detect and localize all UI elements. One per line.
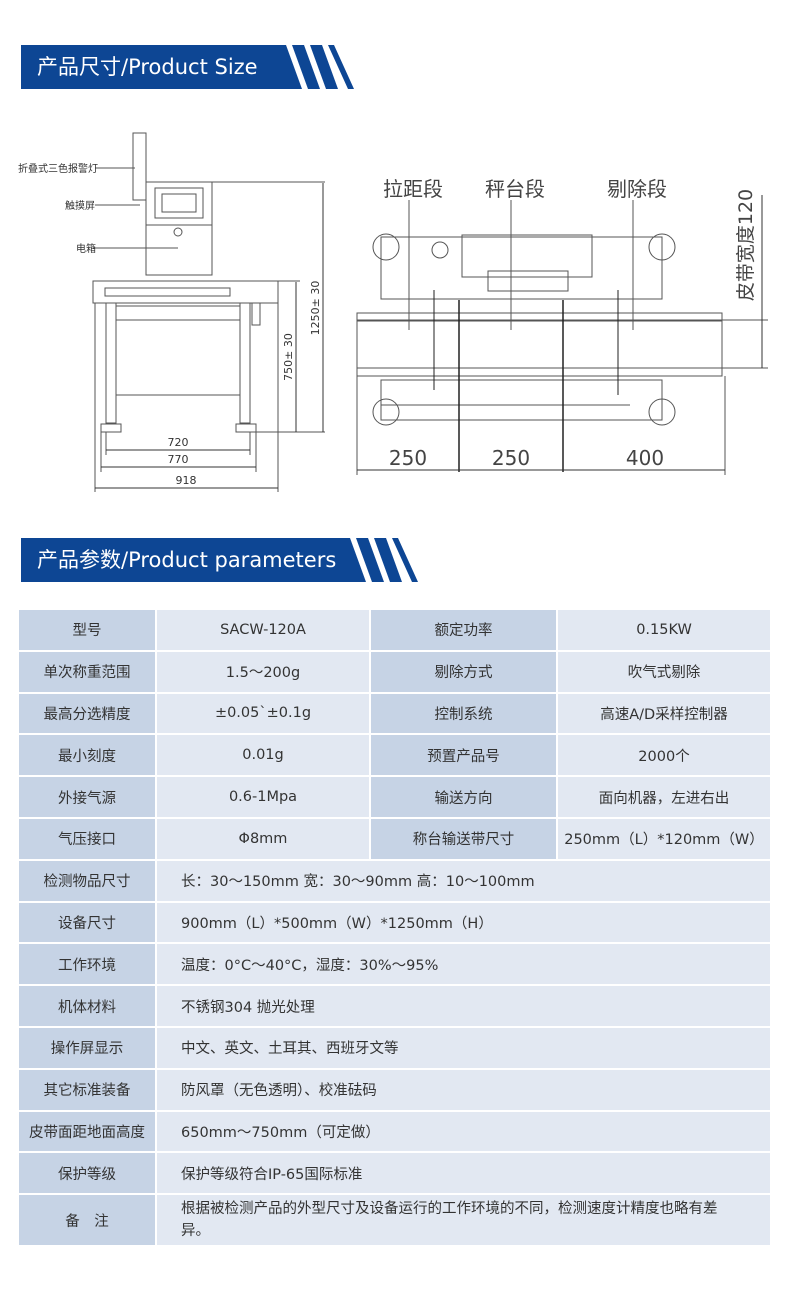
table-row: 检测物品尺寸长：30～150mm 宽：30～90mm 高：10～100mm: [17, 858, 772, 903]
dim-750: 750± 30: [282, 333, 295, 381]
dim-1250: 1250± 30: [309, 281, 322, 336]
param-value: SACW-120A: [155, 608, 371, 652]
dim-250-first: 250: [389, 446, 427, 470]
param-label: 剔除方式: [369, 649, 558, 694]
param-value: 长：30～150mm 宽：30～90mm 高：10～100mm: [155, 858, 772, 903]
param-label: 最高分选精度: [17, 691, 157, 736]
label-spacing-section: 拉距段: [383, 177, 443, 201]
table-row: 工作环境温度：0°C～40°C，湿度：30%～95%: [17, 942, 772, 987]
param-value: 2000个: [556, 733, 772, 778]
param-value: 保护等级符合IP-65国际标准: [155, 1151, 772, 1196]
param-value: 温度：0°C～40°C，湿度：30%～95%: [155, 942, 772, 987]
param-value: ±0.05`±0.1g: [155, 691, 371, 736]
label-touch-screen: 触摸屏: [65, 199, 95, 212]
table-row: 保护等级保护等级符合IP-65国际标准: [17, 1151, 772, 1196]
label-belt-width: 皮带宽度120: [735, 189, 757, 301]
label-weighing-section: 秤台段: [485, 177, 545, 201]
param-label: 机体材料: [17, 984, 157, 1028]
param-label: 检测物品尺寸: [17, 858, 157, 903]
param-value: 吹气式剔除: [556, 649, 772, 694]
param-value: 0.15KW: [556, 608, 772, 652]
param-label: 额定功率: [369, 608, 558, 652]
dim-400: 400: [626, 446, 664, 470]
banner-stripes-icon: [278, 45, 354, 89]
table-row: 其它标准装备防风罩（无色透明）、校准砝码: [17, 1067, 772, 1112]
param-value: 900mm（L）*500mm（W）*1250mm（H）: [155, 900, 772, 945]
param-value: 0.01g: [155, 733, 371, 778]
param-value: 根据被检测产品的外型尺寸及设备运行的工作环境的不同，检测速度计精度也略有差异。: [155, 1193, 772, 1248]
label-reject-section: 剔除段: [607, 177, 667, 201]
table-row: 备 注根据被检测产品的外型尺寸及设备运行的工作环境的不同，检测速度计精度也略有差…: [17, 1193, 772, 1248]
param-value: 面向机器，左进右出: [556, 775, 772, 819]
param-label: 外接气源: [17, 775, 157, 819]
param-label: 控制系统: [369, 691, 558, 736]
param-label: 气压接口: [17, 816, 157, 861]
param-label: 单次称重范围: [17, 649, 157, 694]
param-label: 工作环境: [17, 942, 157, 987]
param-label: 备 注: [17, 1193, 157, 1248]
param-label: 称台输送带尺寸: [369, 816, 558, 861]
table-row: 操作屏显示中文、英文、土耳其、西班牙文等: [17, 1025, 772, 1070]
param-value: 650mm～750mm（可定做）: [155, 1109, 772, 1154]
front-view-drawing: 折叠式三色报警灯 触摸屏 电箱 720 770 918 750± 30 1250…: [18, 132, 325, 492]
label-electric-box: 电箱: [76, 242, 96, 255]
param-label: 保护等级: [17, 1151, 157, 1196]
param-value: 防风罩（无色透明）、校准砝码: [155, 1067, 772, 1112]
dim-918: 918: [176, 474, 197, 487]
param-value: 1.5～200g: [155, 649, 371, 694]
param-value: 250mm（L）*120mm（W）: [556, 816, 772, 861]
label-alarm-light: 折叠式三色报警灯: [18, 162, 98, 175]
param-label: 设备尺寸: [17, 900, 157, 945]
param-label: 型号: [17, 608, 157, 652]
top-view-drawing: 拉距段 秤台段 剔除段 皮带宽度120 250 250 400: [356, 177, 768, 475]
param-label: 预置产品号: [369, 733, 558, 778]
section-title-product-size: 产品尺寸/Product Size: [21, 45, 283, 89]
dim-720: 720: [168, 436, 189, 449]
param-label: 输送方向: [369, 775, 558, 819]
param-value: 高速A/D采样控制器: [556, 691, 772, 736]
param-value: 中文、英文、土耳其、西班牙文等: [155, 1025, 772, 1070]
param-label: 皮带面距地面高度: [17, 1109, 157, 1154]
param-label: 操作屏显示: [17, 1025, 157, 1070]
param-value: Φ8mm: [155, 816, 371, 861]
section-title-product-parameters: 产品参数/Product parameters: [21, 538, 347, 582]
param-label: 最小刻度: [17, 733, 157, 778]
param-label: 其它标准装备: [17, 1067, 157, 1112]
table-row: 机体材料不锈钢304 抛光处理: [17, 984, 772, 1028]
param-value: 0.6-1Mpa: [155, 775, 371, 819]
banner-stripes-icon: [342, 538, 418, 582]
param-value: 不锈钢304 抛光处理: [155, 984, 772, 1028]
dim-250-second: 250: [492, 446, 530, 470]
dim-770: 770: [168, 453, 189, 466]
